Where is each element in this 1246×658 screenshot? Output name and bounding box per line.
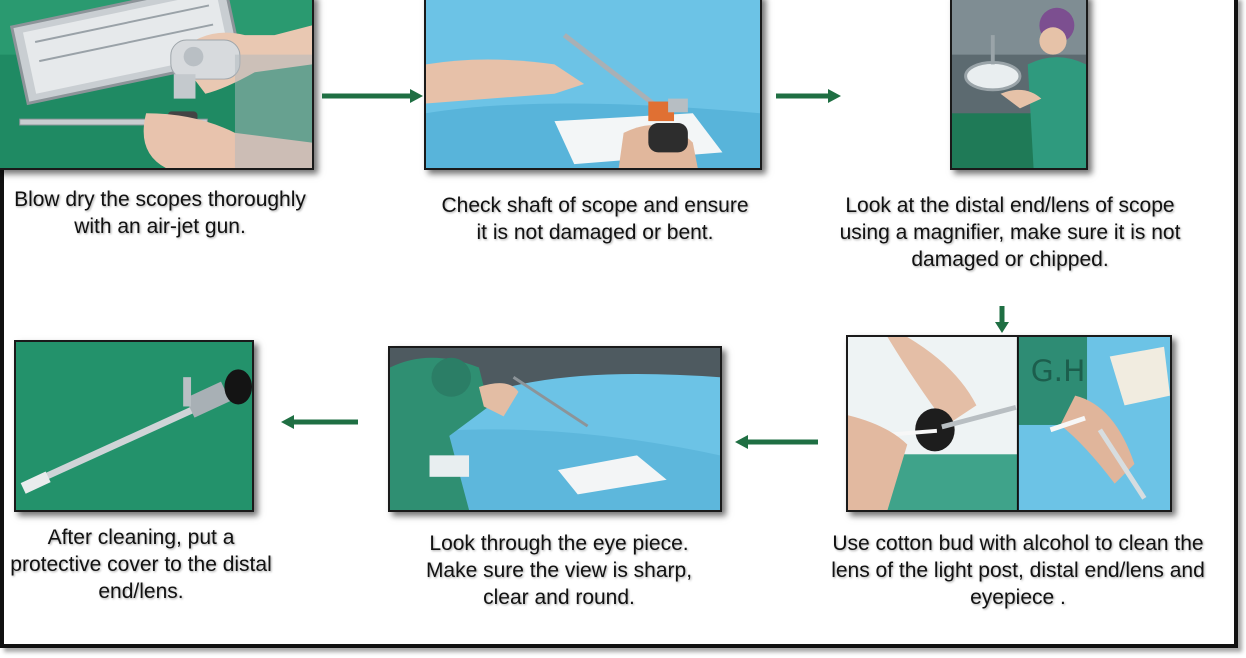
arrow-step1-to-step2 (322, 86, 424, 106)
air-jet-gun-photo (0, 0, 314, 170)
arrow-step2-to-step3 (776, 86, 842, 106)
svg-text:G.H: G.H (1031, 354, 1086, 388)
arrow-step5-to-step6 (280, 412, 358, 432)
step6-caption: After cleaning, put a protective cover t… (10, 524, 272, 605)
arrow-step3-to-step4 (994, 306, 1010, 334)
step1-caption: Blow dry the scopes thoroughly with an a… (10, 186, 310, 240)
step3-caption: Look at the distal end/lens of scope usi… (830, 192, 1190, 273)
cotton-bud-cleaning-photo: G.H (846, 335, 1172, 512)
step4-caption: Use cotton bud with alcohol to clean the… (812, 530, 1224, 611)
eyepiece-view-photo (388, 346, 722, 512)
arrow-step4-to-step5 (734, 432, 818, 452)
protective-cover-photo (14, 340, 254, 512)
step2-caption: Check shaft of scope and ensure it is no… (440, 192, 750, 246)
scope-shaft-check-photo (424, 0, 762, 170)
magnifier-inspection-photo (950, 0, 1088, 170)
step5-caption: Look through the eye piece. Make sure th… (414, 530, 704, 611)
